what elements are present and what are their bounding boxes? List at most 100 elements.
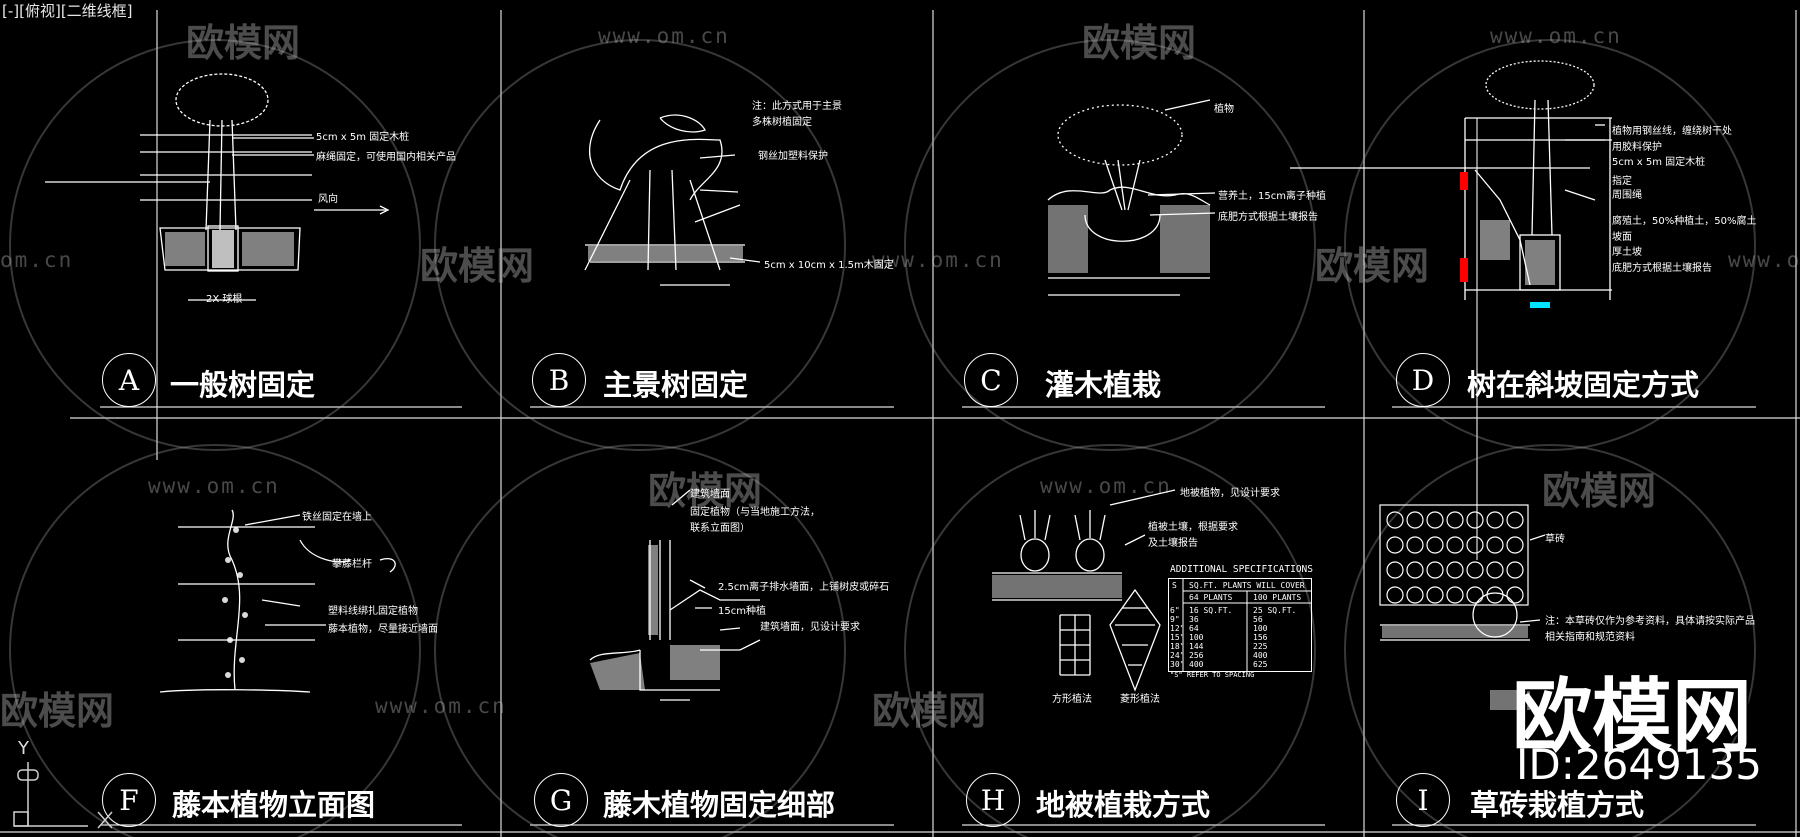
watermark-brand: 欧模网	[1082, 21, 1197, 65]
note-d-wire: 植物用钢丝线，缠绕树干处	[1612, 126, 1732, 137]
table-row: 56	[1253, 615, 1263, 624]
spec-subheader-100: 100 PLANTS	[1253, 593, 1302, 602]
note-c-plant: 植物	[1214, 104, 1234, 115]
note-h-groundcover: 地被植物，见设计要求	[1180, 488, 1280, 499]
watermark-brand: 欧模网	[1542, 469, 1657, 513]
brand-watermark: 欧模网	[1512, 670, 1752, 763]
note-b-stake: 5cm x 10cm x 1.5m木固定	[764, 260, 894, 271]
note-f-rail: 攀藤栏杆	[332, 559, 372, 570]
watermark-brand: 欧模网	[0, 689, 115, 733]
panel-title-i: 草砖栽植方式	[1470, 788, 1645, 822]
note-d-rope: 周围绳	[1612, 190, 1642, 201]
panel-letter-g: G	[534, 773, 588, 827]
note-b-remark2: 多株树植固定	[752, 117, 812, 128]
watermark-brand: 欧模网	[420, 244, 535, 288]
table-row: 9"	[1170, 615, 1180, 624]
note-i-paver: 草砖	[1545, 534, 1565, 545]
note-d-thick: 厚土坡	[1612, 247, 1642, 258]
watermark-brand: 欧模网	[648, 469, 763, 513]
table-row: 15"	[1170, 633, 1185, 642]
note-c-fertilizer: 底肥方式根据土壤报告	[1218, 212, 1318, 223]
watermark-brand: 欧模网	[186, 21, 301, 65]
note-a-rope: 麻绳固定，可使用国内相关产品	[316, 152, 456, 163]
table-row: 400	[1253, 651, 1268, 660]
table-row: 144	[1189, 642, 1204, 651]
table-row: 6"	[1170, 606, 1180, 615]
spec-table-note: "S" REFER TO SPACING	[1170, 671, 1255, 679]
note-a-stake: 5cm x 5m 固定木桩	[316, 132, 410, 143]
table-row: 25 SQ.FT.	[1253, 606, 1297, 615]
panel-title-f: 藤本植物立面图	[172, 788, 376, 822]
watermark-brand: 欧模网	[1315, 244, 1430, 288]
panel-title-a: 一般树固定	[170, 368, 316, 402]
table-row: 400	[1189, 660, 1204, 669]
spec-table: S SQ.FT. PLANTS WILL COVER 64 PLANTS 100…	[1168, 578, 1312, 672]
note-d-slope: 坡面	[1612, 232, 1632, 243]
note-d-humus: 腐殖土，50%种植土，50%腐土	[1612, 216, 1757, 227]
note-h-diamond: 菱形植法	[1120, 694, 1160, 705]
panel-title-c: 灌木植栽	[1045, 368, 1162, 402]
note-h-soil: 植被土壤，根据要求	[1148, 522, 1238, 533]
table-row: 30"	[1170, 660, 1185, 669]
note-h-square: 方形植法	[1052, 694, 1092, 705]
note-g-fix2: 联系立面图）	[690, 523, 750, 534]
panel-letter-c: C	[964, 353, 1018, 407]
spec-subheader-64: 64 PLANTS	[1189, 593, 1233, 602]
note-d-fertilizer: 底肥方式根据土壤报告	[1612, 263, 1712, 274]
note-g-fix: 固定植物（与当地施工方法，	[690, 507, 820, 518]
panel-letter-f: F	[102, 773, 156, 827]
watermark-url: www.om.cn	[1728, 248, 1800, 272]
watermark-url: www.om.cn	[148, 474, 280, 498]
model-id: ID:2649135	[1516, 740, 1762, 789]
note-f-vine: 藤本植物，尽量接近墙面	[328, 624, 438, 635]
panel-letter-i: I	[1396, 773, 1450, 827]
note-d-stake: 5cm x 5m 固定木桩	[1612, 157, 1706, 168]
table-row: 225	[1253, 642, 1268, 651]
note-b-wire: 钢丝加塑料保护	[758, 151, 828, 162]
note-d-specify: 指定	[1612, 176, 1632, 187]
ucs-y-label: Y	[18, 738, 29, 759]
table-row: 625	[1253, 660, 1268, 669]
table-row: 156	[1253, 633, 1268, 642]
note-i-remark: 注：本草砖仅作为参考资料，具体请按实际产品	[1545, 616, 1755, 627]
panel-title-d: 树在斜坡固定方式	[1467, 368, 1700, 402]
panel-title-g: 藤木植物固定细部	[603, 788, 836, 822]
note-a-wind: 风向	[318, 194, 338, 205]
note-c-soil: 营养土，15cm离子种植	[1218, 191, 1326, 202]
table-row: 100	[1189, 633, 1204, 642]
note-g-wall: 建筑墙面	[690, 489, 730, 500]
viewport-controls[interactable]: [-][俯视][二维线框]	[2, 2, 133, 20]
note-i-remark2: 相关指南和规范资料	[1545, 632, 1635, 643]
table-row: 256	[1189, 651, 1204, 660]
note-g-building: 建筑墙面，见设计要求	[760, 622, 860, 633]
note-b-remark: 注：此方式用于主景	[752, 101, 842, 112]
spec-table-title: ADDITIONAL SPECIFICATIONS	[1170, 564, 1313, 575]
note-d-protect: 用胶料保护	[1612, 142, 1662, 153]
note-a-ball: 2X 球根	[206, 294, 243, 305]
note-h-report: 及土壤报告	[1148, 538, 1198, 549]
note-g-drain: 2.5cm离子排水墙面，上铺树皮或碎石	[718, 582, 890, 593]
watermark-url: www.om.cn	[872, 248, 1004, 272]
spec-header-s: S	[1172, 581, 1177, 590]
table-row: 12"	[1170, 624, 1185, 633]
note-g-plant: 15cm种植	[718, 606, 766, 617]
watermark-brand: 欧模网	[872, 689, 987, 733]
panel-letter-a: A	[102, 353, 156, 407]
watermark-url: www.om.cn	[1490, 24, 1622, 48]
watermark-url: www.om.cn	[1040, 474, 1172, 498]
spec-header-cover: SQ.FT. PLANTS WILL COVER	[1189, 581, 1305, 590]
panel-title-b: 主景树固定	[603, 368, 749, 402]
watermark-url: www.om.cn	[375, 694, 507, 718]
panel-letter-d: D	[1396, 353, 1450, 407]
note-f-tie: 塑料线绑扎固定植物	[328, 606, 418, 617]
